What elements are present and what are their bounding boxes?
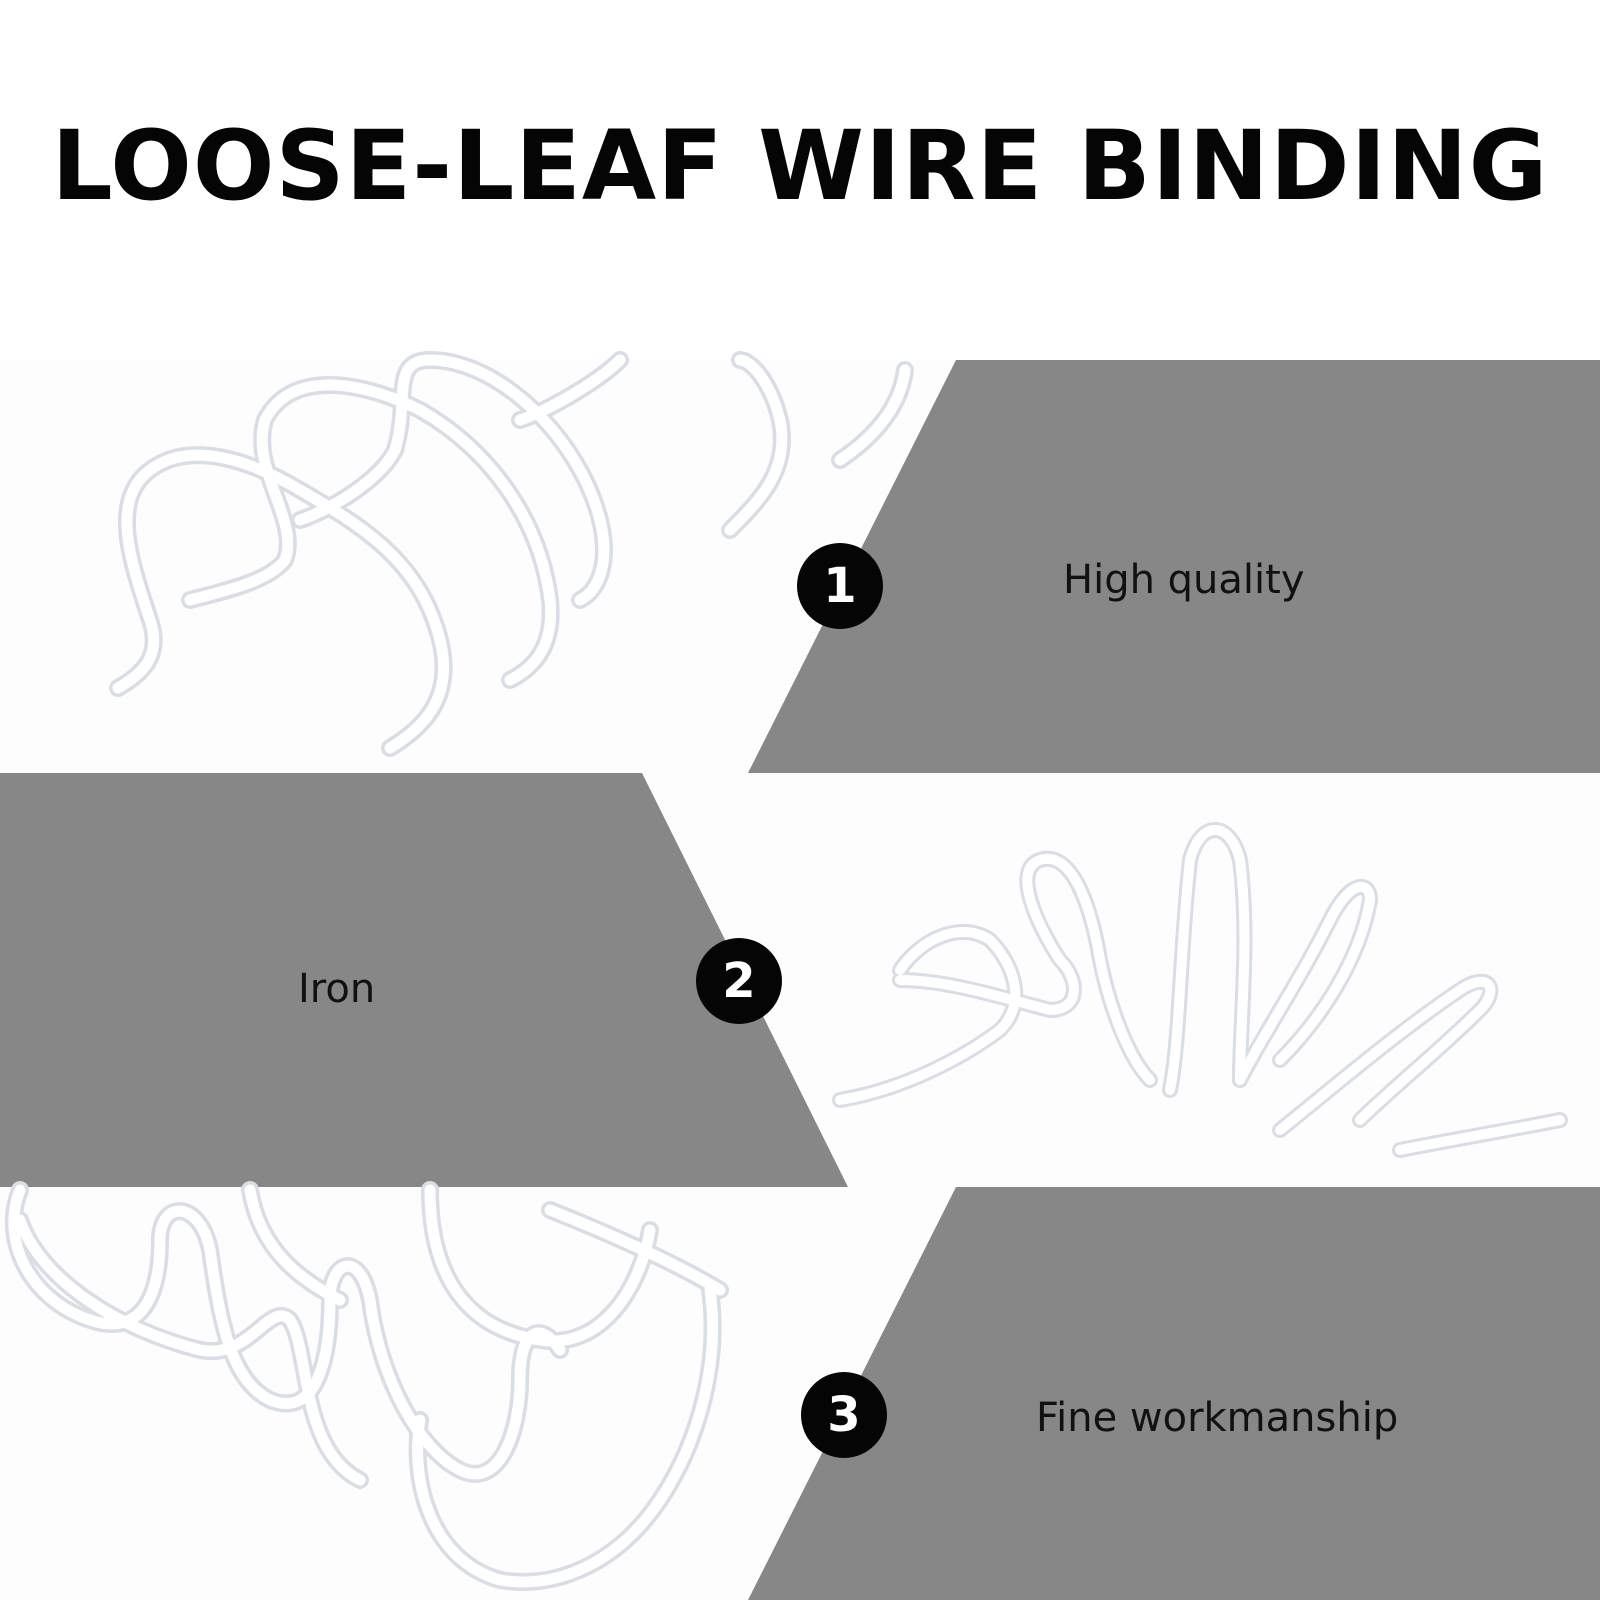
- page-title: LOOSE-LEAF WIRE BINDING: [51, 110, 1549, 222]
- feature-panel-1: [748, 360, 1600, 773]
- feature-number-badge-2: 2: [696, 938, 782, 1024]
- feature-label-fine-workmanship: Fine workmanship: [1036, 1395, 1399, 1441]
- feature-number-badge-1: 1: [797, 543, 883, 629]
- wire-photo-1: [0, 351, 960, 773]
- feature-label-iron: Iron: [298, 966, 376, 1012]
- feature-label-high-quality: High quality: [1063, 557, 1305, 603]
- feature-number-badge-3: 3: [801, 1372, 887, 1458]
- feature-panel-2: [0, 773, 848, 1187]
- feature-panel-3: [748, 1187, 1600, 1600]
